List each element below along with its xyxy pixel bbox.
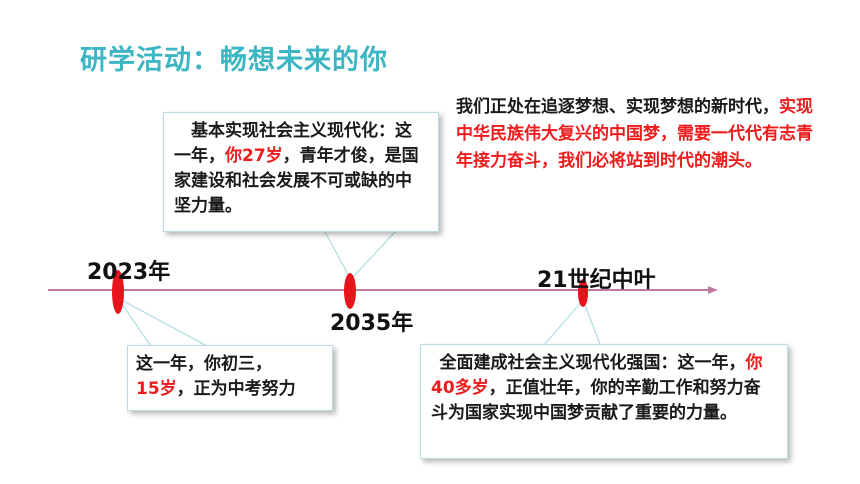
callout-box-mid-century: 全面建成社会主义现代化强国：这一年，你40多岁，正值壮年，你的辛勤工作和努力奋斗… (420, 344, 788, 459)
timeline-arrowhead (708, 286, 718, 294)
callout-mid-text-end: ，正值壮年，你的辛勤工作和努力奋斗为国家实现中国梦贡献了重要的力量。 (431, 378, 761, 423)
year-2035-label: 2035年 (330, 311, 414, 336)
callout-line-2023-b (117, 297, 206, 346)
marker-2023 (112, 270, 124, 314)
era-quote: 我们正处在追逐梦想、实现梦想的新时代，实现中华民族伟大复兴的中国梦，需要一代代有… (456, 94, 826, 175)
quote-text: 我们正处在追逐梦想、实现梦想的新时代， (456, 97, 779, 117)
callout-2035-text: 基本实现社会主义现代化：这一年， (174, 121, 412, 166)
callout-2023-highlight: 15岁 (136, 379, 177, 399)
callout-2035-text-end: ，青年才俊，是国家建设和社会发展不可或缺的中坚力量。 (174, 146, 419, 216)
callout-box-2035: 基本实现社会主义现代化：这一年，你27岁，青年才俊，是国家建设和社会发展不可或缺… (163, 112, 439, 232)
year-2023-label: 2023年 (87, 260, 171, 285)
callout-box-2023: 这一年，你初三， 15岁，正为中考努力 (127, 345, 333, 411)
marker-mid (578, 279, 588, 307)
callout-line-2035-a (324, 231, 351, 279)
callout-line-mid-b (582, 299, 601, 345)
year-mid-century-label: 21世纪中叶 (537, 268, 656, 293)
quote-highlight: 实现中华民族伟大复兴的中国梦，需要一代代有志青年接力奋斗，我们必将站到时代的潮头… (456, 97, 813, 171)
callout-2023-text-end: ，正为中考努力 (176, 379, 296, 399)
callout-line-2035-b (351, 231, 396, 279)
callout-2035-highlight: 你27岁 (225, 146, 283, 166)
slide-title: 研学活动：畅想未来的你 (80, 45, 388, 76)
callout-line-2023-a (117, 297, 151, 346)
callout-mid-text: 全面建成社会主义现代化强国：这一年， (439, 353, 746, 373)
callout-line-mid-a (544, 299, 584, 345)
callout-mid-highlight: 你40多岁 (431, 353, 763, 398)
callout-2023-text: 这一年，你初三， (136, 354, 272, 374)
marker-2035 (344, 273, 356, 309)
